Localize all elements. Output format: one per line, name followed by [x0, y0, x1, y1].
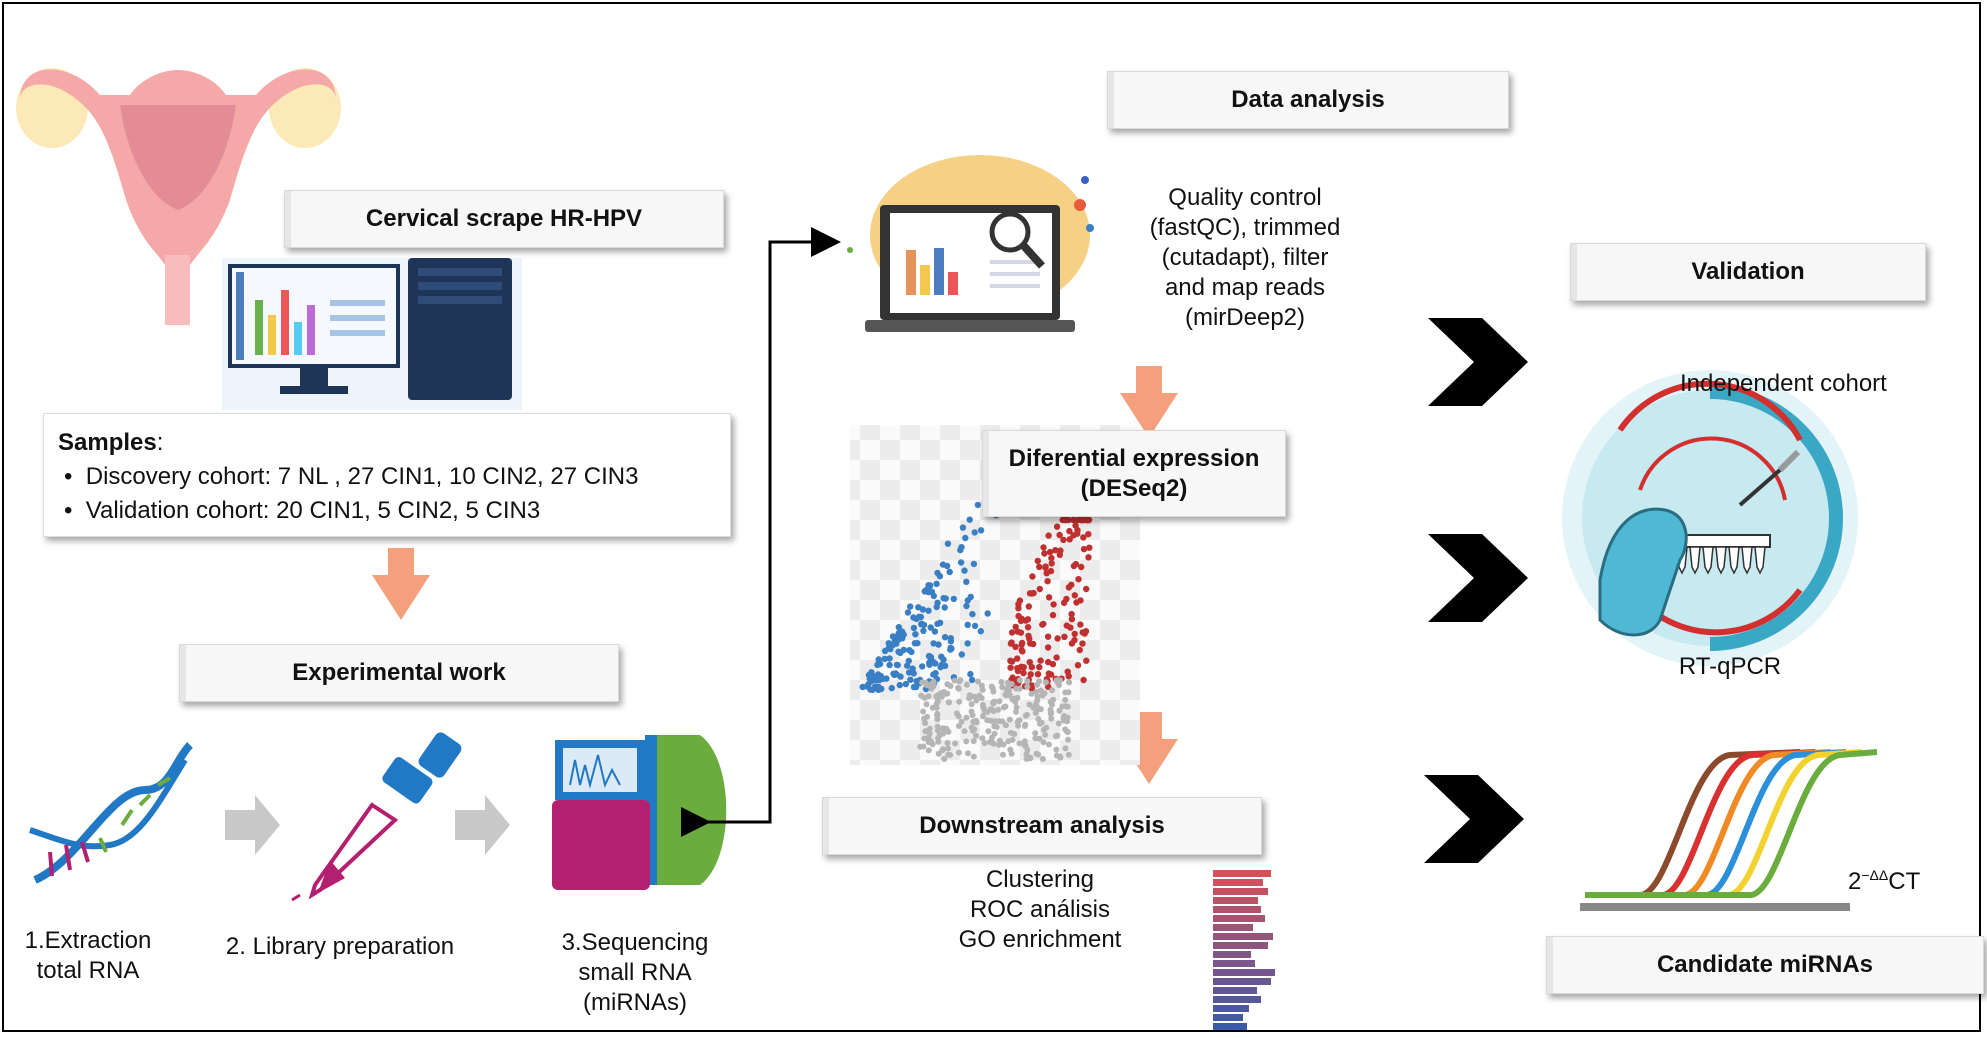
- amplification-curves-icon: [1580, 749, 1878, 911]
- downstream-line2: ROC análisis: [969, 896, 1111, 923]
- samples-box: Samples: • Discovery cohort: 7 NL , 27 C…: [43, 413, 731, 537]
- downstream-line1: Clustering: [985, 866, 1095, 893]
- independent-cohort-label: Independent cohort: [1680, 370, 1887, 397]
- pcr-tube: [1689, 546, 1701, 575]
- chevron-right-icon: [1428, 318, 1528, 406]
- bar-mark: [1213, 987, 1257, 994]
- pcr-tube: [1754, 546, 1766, 575]
- extraction-line1: 1.Extraction: [24, 927, 152, 954]
- sequencer-icon: [552, 735, 727, 890]
- pcr-tube: [1702, 546, 1714, 575]
- uterus-icon: [16, 68, 341, 325]
- dna-helix-icon: [29, 742, 194, 884]
- formula-suffix: CT: [1888, 868, 1921, 895]
- bar-mark: [1213, 879, 1263, 886]
- experimental-work-box: Experimental work: [179, 644, 619, 702]
- bar-mark: [1213, 978, 1271, 985]
- pcr-tube: [1741, 546, 1753, 575]
- bar-mark: [1213, 888, 1268, 895]
- samples-heading: Samples: [58, 429, 157, 456]
- connector-arrow: [681, 227, 841, 837]
- differential-expression-box: Diferential expression (DESeq2): [982, 430, 1286, 517]
- bar-mark: [1213, 960, 1255, 967]
- grey-right-arrow: [225, 795, 280, 855]
- bar-mark: [1213, 915, 1265, 922]
- bar-mark: [1213, 933, 1273, 940]
- validation-box: Validation: [1570, 243, 1926, 301]
- bar-mark: [1213, 969, 1275, 976]
- chevron-right-icon: [1424, 775, 1524, 863]
- bar-mark: [1213, 1023, 1247, 1030]
- downstream-analysis-box: Downstream analysis: [822, 797, 1262, 855]
- qpcr-icon: [1562, 370, 1858, 666]
- amplification-curve: [1585, 749, 1878, 898]
- cervical-scrape-box: Cervical scrape HR-HPV: [284, 190, 724, 248]
- orange-down-arrow: [1120, 712, 1178, 784]
- data-analysis-box: Data analysis: [1107, 71, 1509, 129]
- laptop-icon: [847, 155, 1094, 332]
- grey-right-arrow: [455, 795, 510, 855]
- pcr-tube: [1728, 546, 1740, 575]
- bar-mark: [1213, 942, 1268, 949]
- formula-base: 2: [1848, 868, 1862, 895]
- bar-mark: [1213, 951, 1251, 958]
- bar-mark: [1213, 1005, 1249, 1012]
- differential-expression-line2: (DESeq2): [1080, 474, 1188, 502]
- samples-colon: :: [156, 429, 164, 456]
- sequencing-line2: small RNA: [578, 959, 692, 986]
- bar-mark: [1213, 996, 1261, 1003]
- downstream-description: Clustering ROC análisis GO enrichment: [930, 865, 1150, 955]
- differential-expression-line1: Diferential expression: [1008, 444, 1260, 472]
- qc-line1: Quality control: [1168, 184, 1322, 211]
- qc-line5: (mirDeep2): [1184, 304, 1306, 331]
- curve-baseline: [1580, 903, 1850, 911]
- formula-exponent: −ΔΔ: [1861, 867, 1889, 883]
- bar-mark: [1213, 906, 1261, 913]
- amplification-curve: [1585, 749, 1816, 898]
- validation-cohort-text: Validation cohort: 20 CIN1, 5 CIN2, 5 CI…: [85, 497, 541, 524]
- qc-line3: (cutadapt), filter: [1161, 244, 1329, 271]
- validation-cohort-item: • Validation cohort: 20 CIN1, 5 CIN2, 5 …: [64, 497, 541, 524]
- formula-label: 2−ΔΔCT: [1848, 860, 1958, 897]
- bar-mark: [1213, 1014, 1243, 1021]
- pcr-tube: [1715, 546, 1727, 575]
- chevron-right-icon: [1428, 534, 1528, 622]
- library-label: 2. Library preparation: [225, 933, 455, 960]
- bar-chart-icon: [1213, 870, 1275, 1030]
- bar-mark: [1213, 870, 1271, 877]
- amplification-curve: [1585, 749, 1847, 898]
- bar-mark: [1213, 897, 1258, 904]
- pipette-icon: [291, 732, 462, 902]
- qc-line4: and map reads: [1164, 274, 1326, 301]
- computer-icon: [222, 258, 522, 410]
- bar-mark: [1213, 924, 1253, 931]
- candidate-mirnas-box: Candidate miRNAs: [1546, 936, 1984, 994]
- sequencing-line3: (miRNAs): [583, 989, 687, 1016]
- downstream-line3: GO enrichment: [958, 926, 1122, 953]
- extraction-label: 1.Extraction total RNA: [8, 926, 168, 986]
- discovery-cohort-text: Discovery cohort: 7 NL , 27 CIN1, 10 CIN…: [85, 463, 639, 490]
- orange-down-arrow: [1120, 366, 1178, 438]
- discovery-cohort-item: • Discovery cohort: 7 NL , 27 CIN1, 10 C…: [64, 463, 639, 490]
- sequencing-label: 3.Sequencing small RNA (miRNAs): [540, 928, 730, 1018]
- extraction-line2: total RNA: [36, 957, 140, 984]
- orange-down-arrow: [372, 548, 430, 620]
- rt-qpcr-label: RT-qPCR: [1678, 653, 1782, 680]
- qc-description: Quality control (fastQC), trimmed (cutad…: [1140, 183, 1350, 333]
- qc-line2: (fastQC), trimmed: [1149, 214, 1341, 241]
- sequencing-line1: 3.Sequencing: [561, 929, 709, 956]
